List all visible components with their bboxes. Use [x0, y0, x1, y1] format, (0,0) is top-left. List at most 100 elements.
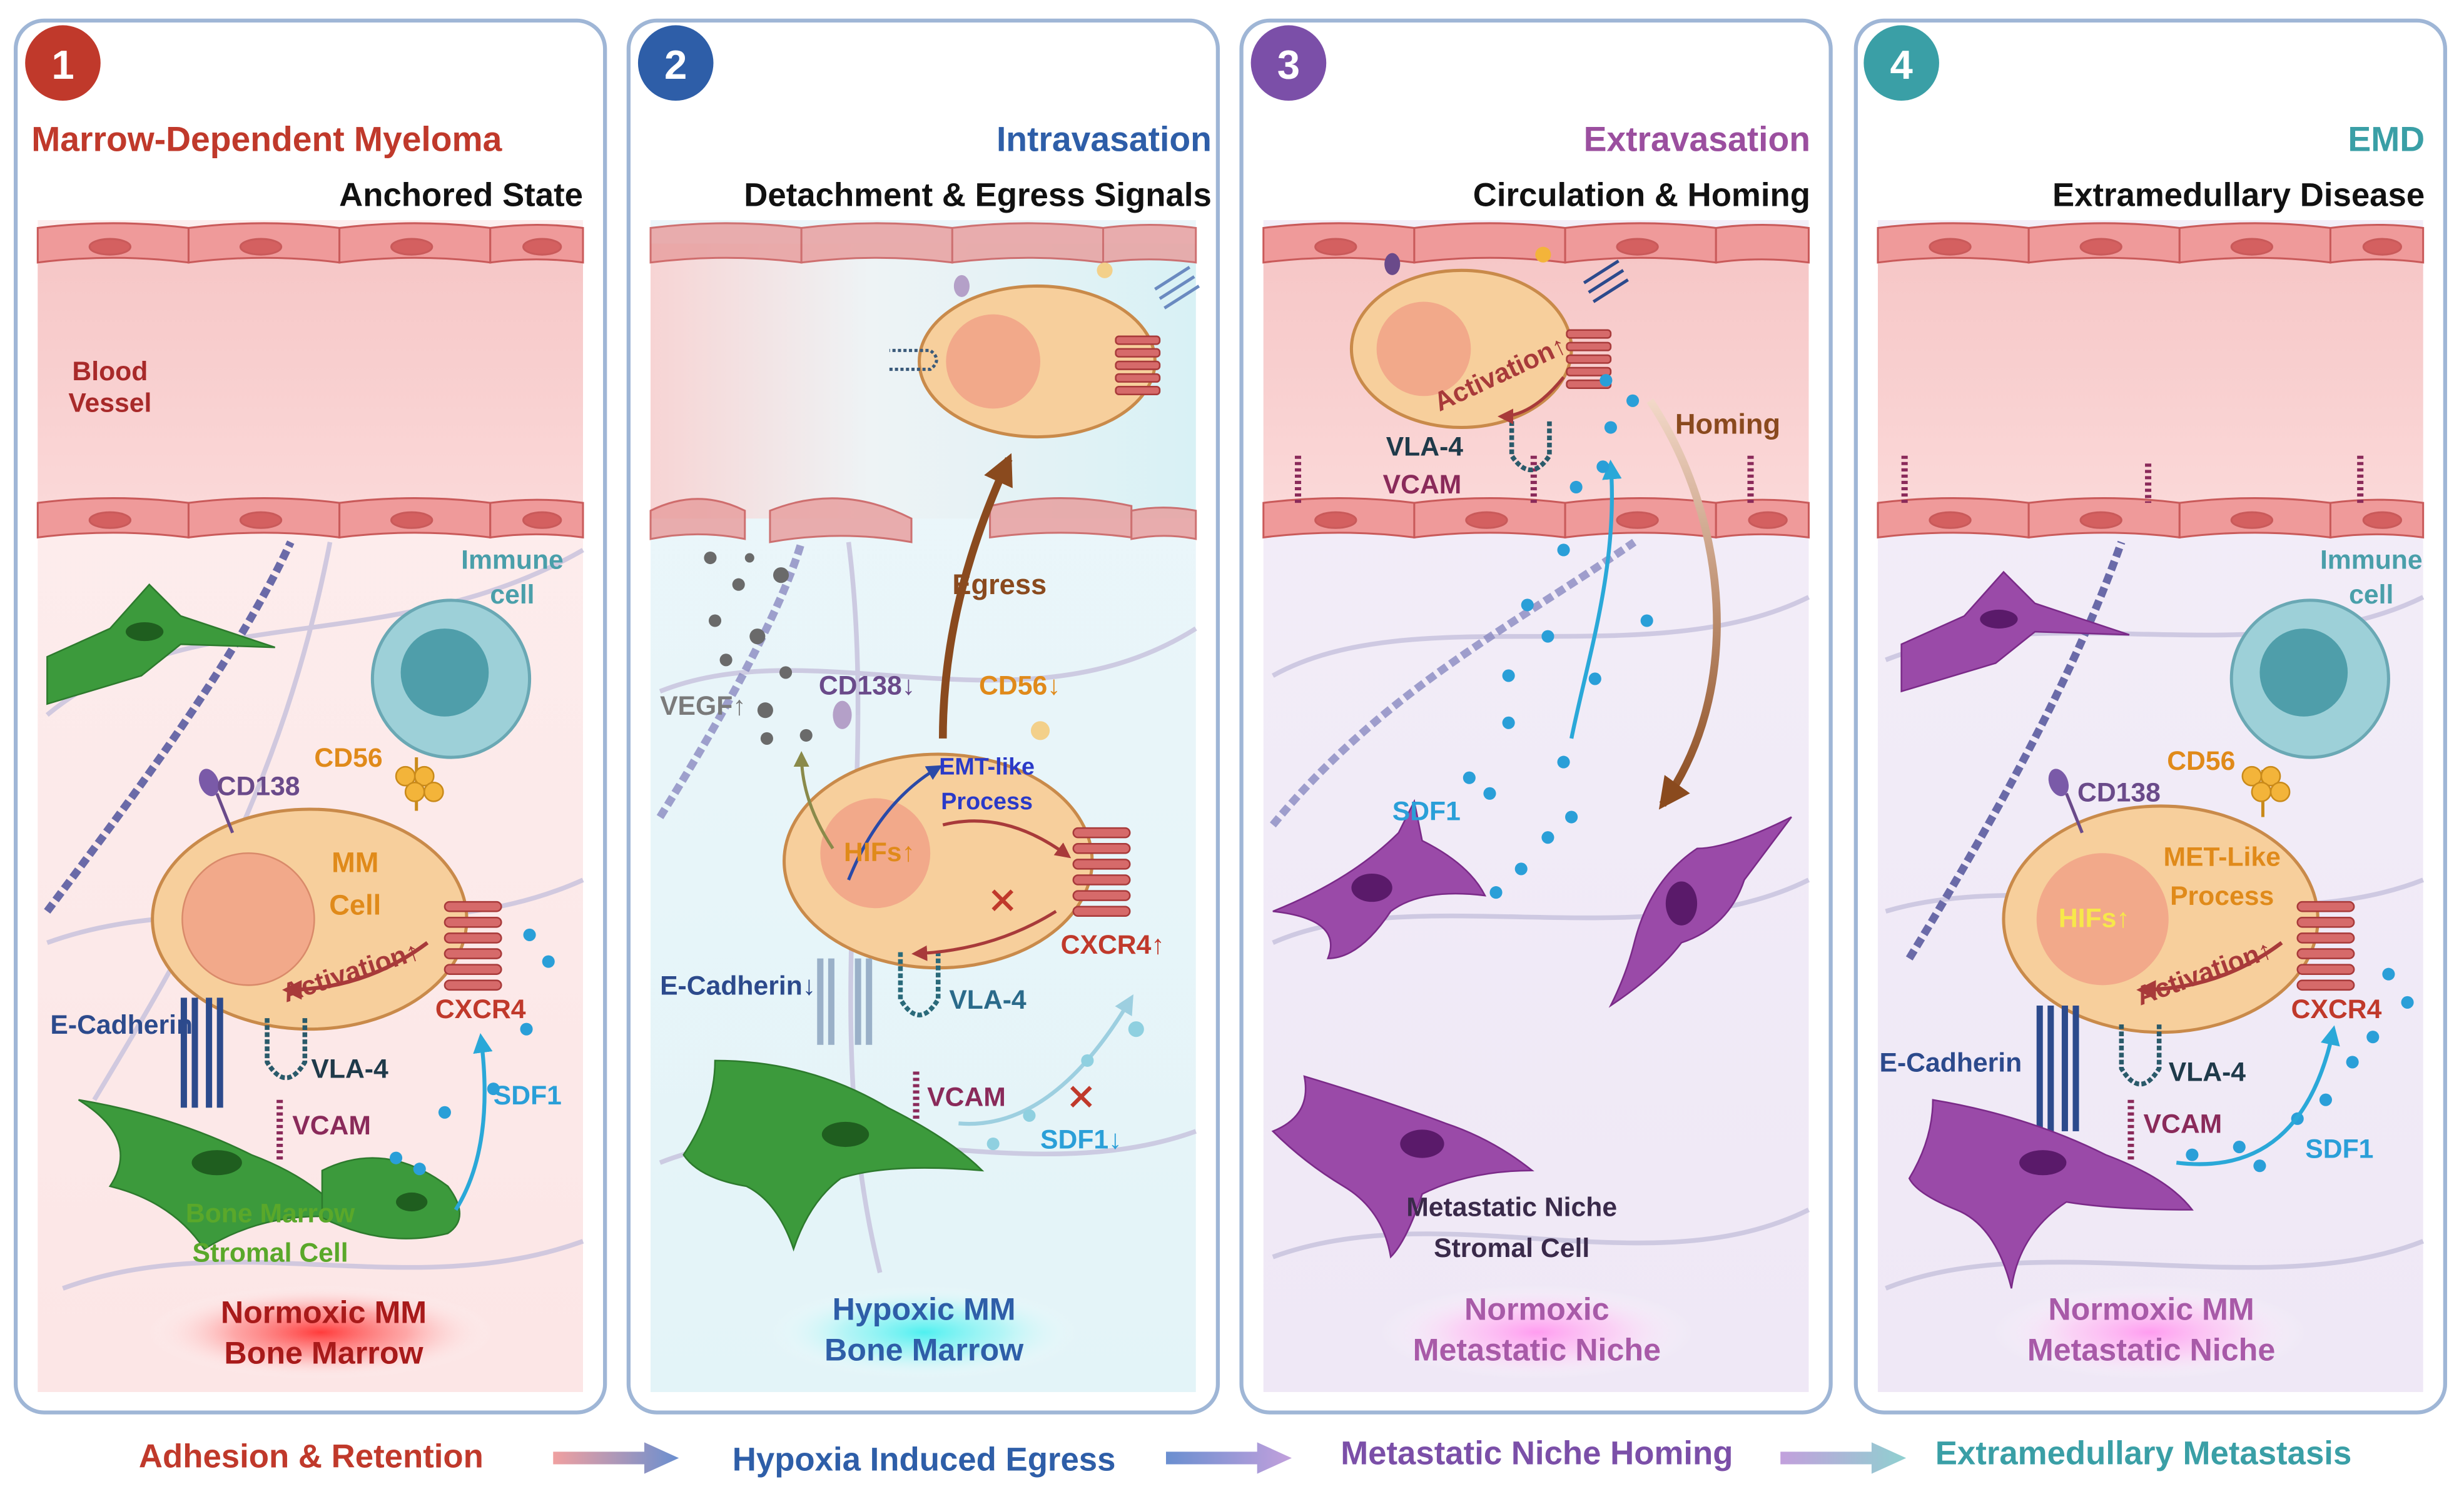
- panel-1-sdf1-particles: [390, 928, 555, 1176]
- panel-1-vla4-label: VLA-4: [311, 1054, 388, 1084]
- panel-4-vcam-label: VCAM: [2144, 1109, 2223, 1139]
- panel-4-number-badge: [1863, 25, 1939, 101]
- panel-3-niche-label-2: Stromal Cell: [1434, 1233, 1589, 1263]
- panel-1-cd138-receptor: [198, 769, 235, 834]
- panel-4-cxcr4-label: CXCR4: [2291, 994, 2382, 1024]
- panel-4-stromal-nucleus-top: [1980, 609, 2018, 629]
- panel-3-homing-label: Homing: [1675, 408, 1780, 440]
- panel-1-vla4: [265, 1018, 308, 1081]
- panel-4: 4 EMD Extramedullary Disease Immune cell…: [1853, 18, 2447, 1415]
- panel-2-circulating-nucleus: [946, 314, 1041, 409]
- panel-4-met-label-1: MET-Like: [2163, 842, 2280, 872]
- panel-3-collagen-fiber: [1269, 538, 1637, 828]
- panel-4-cd56-receptor: [2241, 765, 2291, 817]
- panel-2: 2 Intravasation Detachment & Egress Sign…: [626, 18, 1220, 1415]
- panel-4-immune-label-1: Immune: [2320, 545, 2423, 575]
- panel-4-mm-nucleus: [2036, 853, 2169, 986]
- panel-4-stromal-cell: [1908, 1099, 2194, 1289]
- panel-1: 1 Marrow-Dependent Myeloma Anchored Stat…: [13, 18, 607, 1415]
- panel-3-cd56-receptor: [1535, 246, 1551, 263]
- panel-3-activation-arrow: [1498, 376, 1565, 425]
- timeline-stage-3: Metastatic Niche Homing: [1341, 1435, 1733, 1472]
- panel-2-cxcr4-arrow: [911, 910, 1057, 961]
- panel-2-block-x-1: [991, 889, 1014, 911]
- panel-3-vla4-label: VLA-4: [1386, 432, 1464, 462]
- panel-3-endothelium-top: [1262, 222, 1810, 264]
- panel-2-cxcr4-receptor: [1072, 827, 1131, 917]
- panel-2-sdf1-arrow: [958, 994, 1133, 1126]
- panel-2-block-x-2: [1070, 1086, 1092, 1108]
- panel-2-emt-arrow: [847, 765, 943, 881]
- panel-3-vla4: [1509, 421, 1552, 473]
- panel-1-ecadherin: [180, 997, 223, 1108]
- panel-2-circulating-cd138: [953, 275, 970, 298]
- panel-2-stage: Intravasation: [996, 119, 1212, 158]
- panel-2-circulating-cxcr4: [1115, 335, 1161, 396]
- panel-1-cd138-label: CD138: [217, 771, 300, 801]
- panel-1-vcam-label: VCAM: [292, 1111, 371, 1141]
- panel-2-circulating-vla4: [889, 348, 938, 371]
- panel-4-sdf1-label: SDF1: [2305, 1134, 2373, 1164]
- panel-4-stromal-cell-top: [1900, 570, 2130, 693]
- panel-4-collagen-fiber: [1905, 540, 2126, 961]
- panel-2-hif-arrow: [942, 819, 1072, 859]
- panel-1-bottom-label-1: Normoxic MM: [221, 1295, 427, 1330]
- panel-1-sdf1-arrow: [454, 1032, 493, 1211]
- timeline-stage-1: Adhesion & Retention: [139, 1438, 484, 1475]
- panel-3-circulating-nucleus: [1376, 301, 1471, 396]
- panel-4-hifs-label: HIFs↑: [2059, 903, 2130, 933]
- panel-1-vessel-label-1: Blood: [72, 356, 148, 386]
- timeline-arrow-2: [1165, 1442, 1292, 1474]
- panel-4-endothelium-bottom: [1877, 497, 2425, 539]
- panel-3-cd138-receptor: [1384, 253, 1401, 275]
- panel-1-cd56-receptor: [395, 757, 444, 811]
- panel-3-number: 3: [1277, 42, 1300, 88]
- panel-3-sdf1-particles: [1463, 374, 1653, 899]
- panel-2-number: 2: [664, 42, 687, 88]
- panel-1-activation-arrow: [281, 941, 429, 1000]
- panel-3-homing-arrow: [1646, 398, 1721, 810]
- panel-3-number-badge: [1250, 25, 1327, 101]
- panel-1-stromal-label-2: Stromal Cell: [193, 1238, 348, 1268]
- panel-1-mm-nucleus: [181, 852, 315, 986]
- panel-1-cd56-label: CD56: [314, 743, 382, 773]
- panel-2-egress-arrow: [938, 453, 1013, 739]
- panel-1-collagen-fiber: [44, 540, 295, 914]
- panel-1-number: 1: [51, 42, 74, 88]
- panel-2-emt-label-1: EMT-like: [939, 754, 1035, 780]
- panel-1-bottom-label-2: Bone Marrow: [224, 1336, 423, 1371]
- panel-2-bottom-label-1: Hypoxic MM: [833, 1291, 1016, 1326]
- panel-3-stromal-nucleus-left: [1351, 873, 1392, 902]
- panel-2-circulating-ecad: [1154, 266, 1200, 310]
- panel-1-stromal-nucleus: [191, 1150, 242, 1176]
- panel-2-endothelium-bottom: [649, 497, 1197, 543]
- panel-3-ecadherin: [1583, 260, 1629, 303]
- panel-1-stromal-cell-top: [46, 583, 276, 705]
- panel-4-cd138-label: CD138: [2077, 777, 2161, 807]
- panel-2-endothelium-top: [649, 222, 1197, 264]
- panel-3-stromal-cell-bottom: [1271, 1075, 1534, 1259]
- panel-2-vcam-label: VCAM: [927, 1083, 1006, 1113]
- panel-4-ecadherin: [2036, 1005, 2079, 1131]
- panel-2-subtitle: Detachment & Egress Signals: [744, 176, 1212, 213]
- panel-1-immune-label-1: Immune: [461, 545, 564, 575]
- panel-4-vla4-label: VLA-4: [2169, 1057, 2246, 1088]
- panel-4-stage: EMD: [2348, 119, 2425, 158]
- timeline-arrow-3: [1780, 1442, 1907, 1474]
- panel-2-cd56-label: CD56↓: [979, 671, 1060, 701]
- panel-4-activation-arrow: [2136, 941, 2283, 1000]
- panel-1-vessel-label-2: Vessel: [68, 388, 151, 418]
- panel-4-glow: [1992, 1285, 2307, 1380]
- panel-3-stromal-nucleus-right: [1665, 881, 1698, 926]
- panel-4-vcam-posts: [1901, 455, 2364, 503]
- panel-2-ecadherin-label: E-Cadherin↓: [660, 971, 816, 1001]
- panel-1-stromal-nucleus-top: [125, 622, 164, 642]
- panel-2-circulating-cd56: [1097, 262, 1113, 278]
- panel-2-cd138-label: CD138↓: [819, 671, 915, 701]
- panel-1-endothelium-top: [36, 222, 584, 264]
- panel-1-subtitle: Anchored State: [339, 176, 583, 213]
- panel-4-bottom-label-2: Metastatic Niche: [2027, 1333, 2275, 1368]
- panel-3: 3 Extravasation Circulation & Homing Act…: [1239, 18, 1833, 1415]
- panel-2-number-badge: [637, 25, 714, 101]
- panel-2-sdf1-label: SDF1↓: [1040, 1125, 1122, 1155]
